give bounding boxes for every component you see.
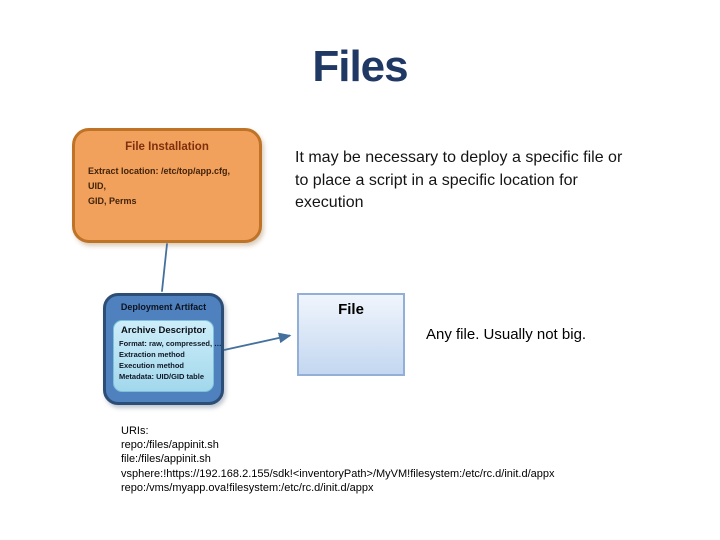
uri-item: file:/files/appinit.sh [121, 453, 211, 466]
intro-text-line: to place a script in a specific location… [295, 171, 578, 189]
connector-installation-to-artifact [161, 243, 168, 292]
file-installation-body: Extract location: /etc/top/app.cfg, UID,… [88, 164, 247, 209]
archive-descriptor-line: Extraction method [119, 349, 185, 359]
file-installation-body-line: Extract location: /etc/top/app.cfg, UID, [88, 166, 231, 191]
file-installation-body-line: GID, Perms [88, 195, 137, 206]
uri-item: vsphere:!https://192.168.2.155/sdk!<inve… [121, 467, 555, 480]
archive-descriptor-line: Metadata: UID/GID table [119, 371, 205, 381]
uri-list: URIs: repo:/files/appinit.sh file:/files… [121, 424, 555, 495]
file-note: Any file. Usually not big. [426, 326, 587, 343]
intro-text-line: It may be necessary to deploy a specific… [295, 149, 623, 166]
archive-descriptor-line: Execution method [119, 360, 185, 370]
archive-descriptor-title: Archive Descriptor [120, 325, 206, 336]
uri-item: repo:/vms/myapp.ova!filesystem:/etc/rc.d… [121, 481, 374, 494]
file-installation-title: File Installation [125, 141, 209, 153]
archive-descriptor-details: Format: raw, compressed, … Extraction me… [119, 339, 222, 383]
file-box: File [297, 293, 405, 376]
connector-artifact-to-file-arrow [223, 332, 292, 351]
deployment-artifact-title: Deployment Artifact [120, 302, 207, 312]
archive-descriptor-box: Archive Descriptor Format: raw, compress… [113, 320, 222, 392]
file-box-label: File [338, 301, 364, 318]
uri-list-heading: URIs: [121, 425, 149, 437]
deployment-artifact-box: Deployment Artifact Archive Descriptor F… [103, 293, 224, 405]
intro-text-line: execution [295, 194, 364, 211]
uri-item: repo:/files/appinit.sh [121, 439, 219, 452]
page-title: Files [312, 42, 408, 91]
intro-text: It may be necessary to deploy a specific… [295, 147, 622, 215]
file-installation-box: File Installation Extract location: /etc… [72, 128, 262, 243]
archive-descriptor-line: Format: raw, compressed, … [119, 339, 222, 348]
